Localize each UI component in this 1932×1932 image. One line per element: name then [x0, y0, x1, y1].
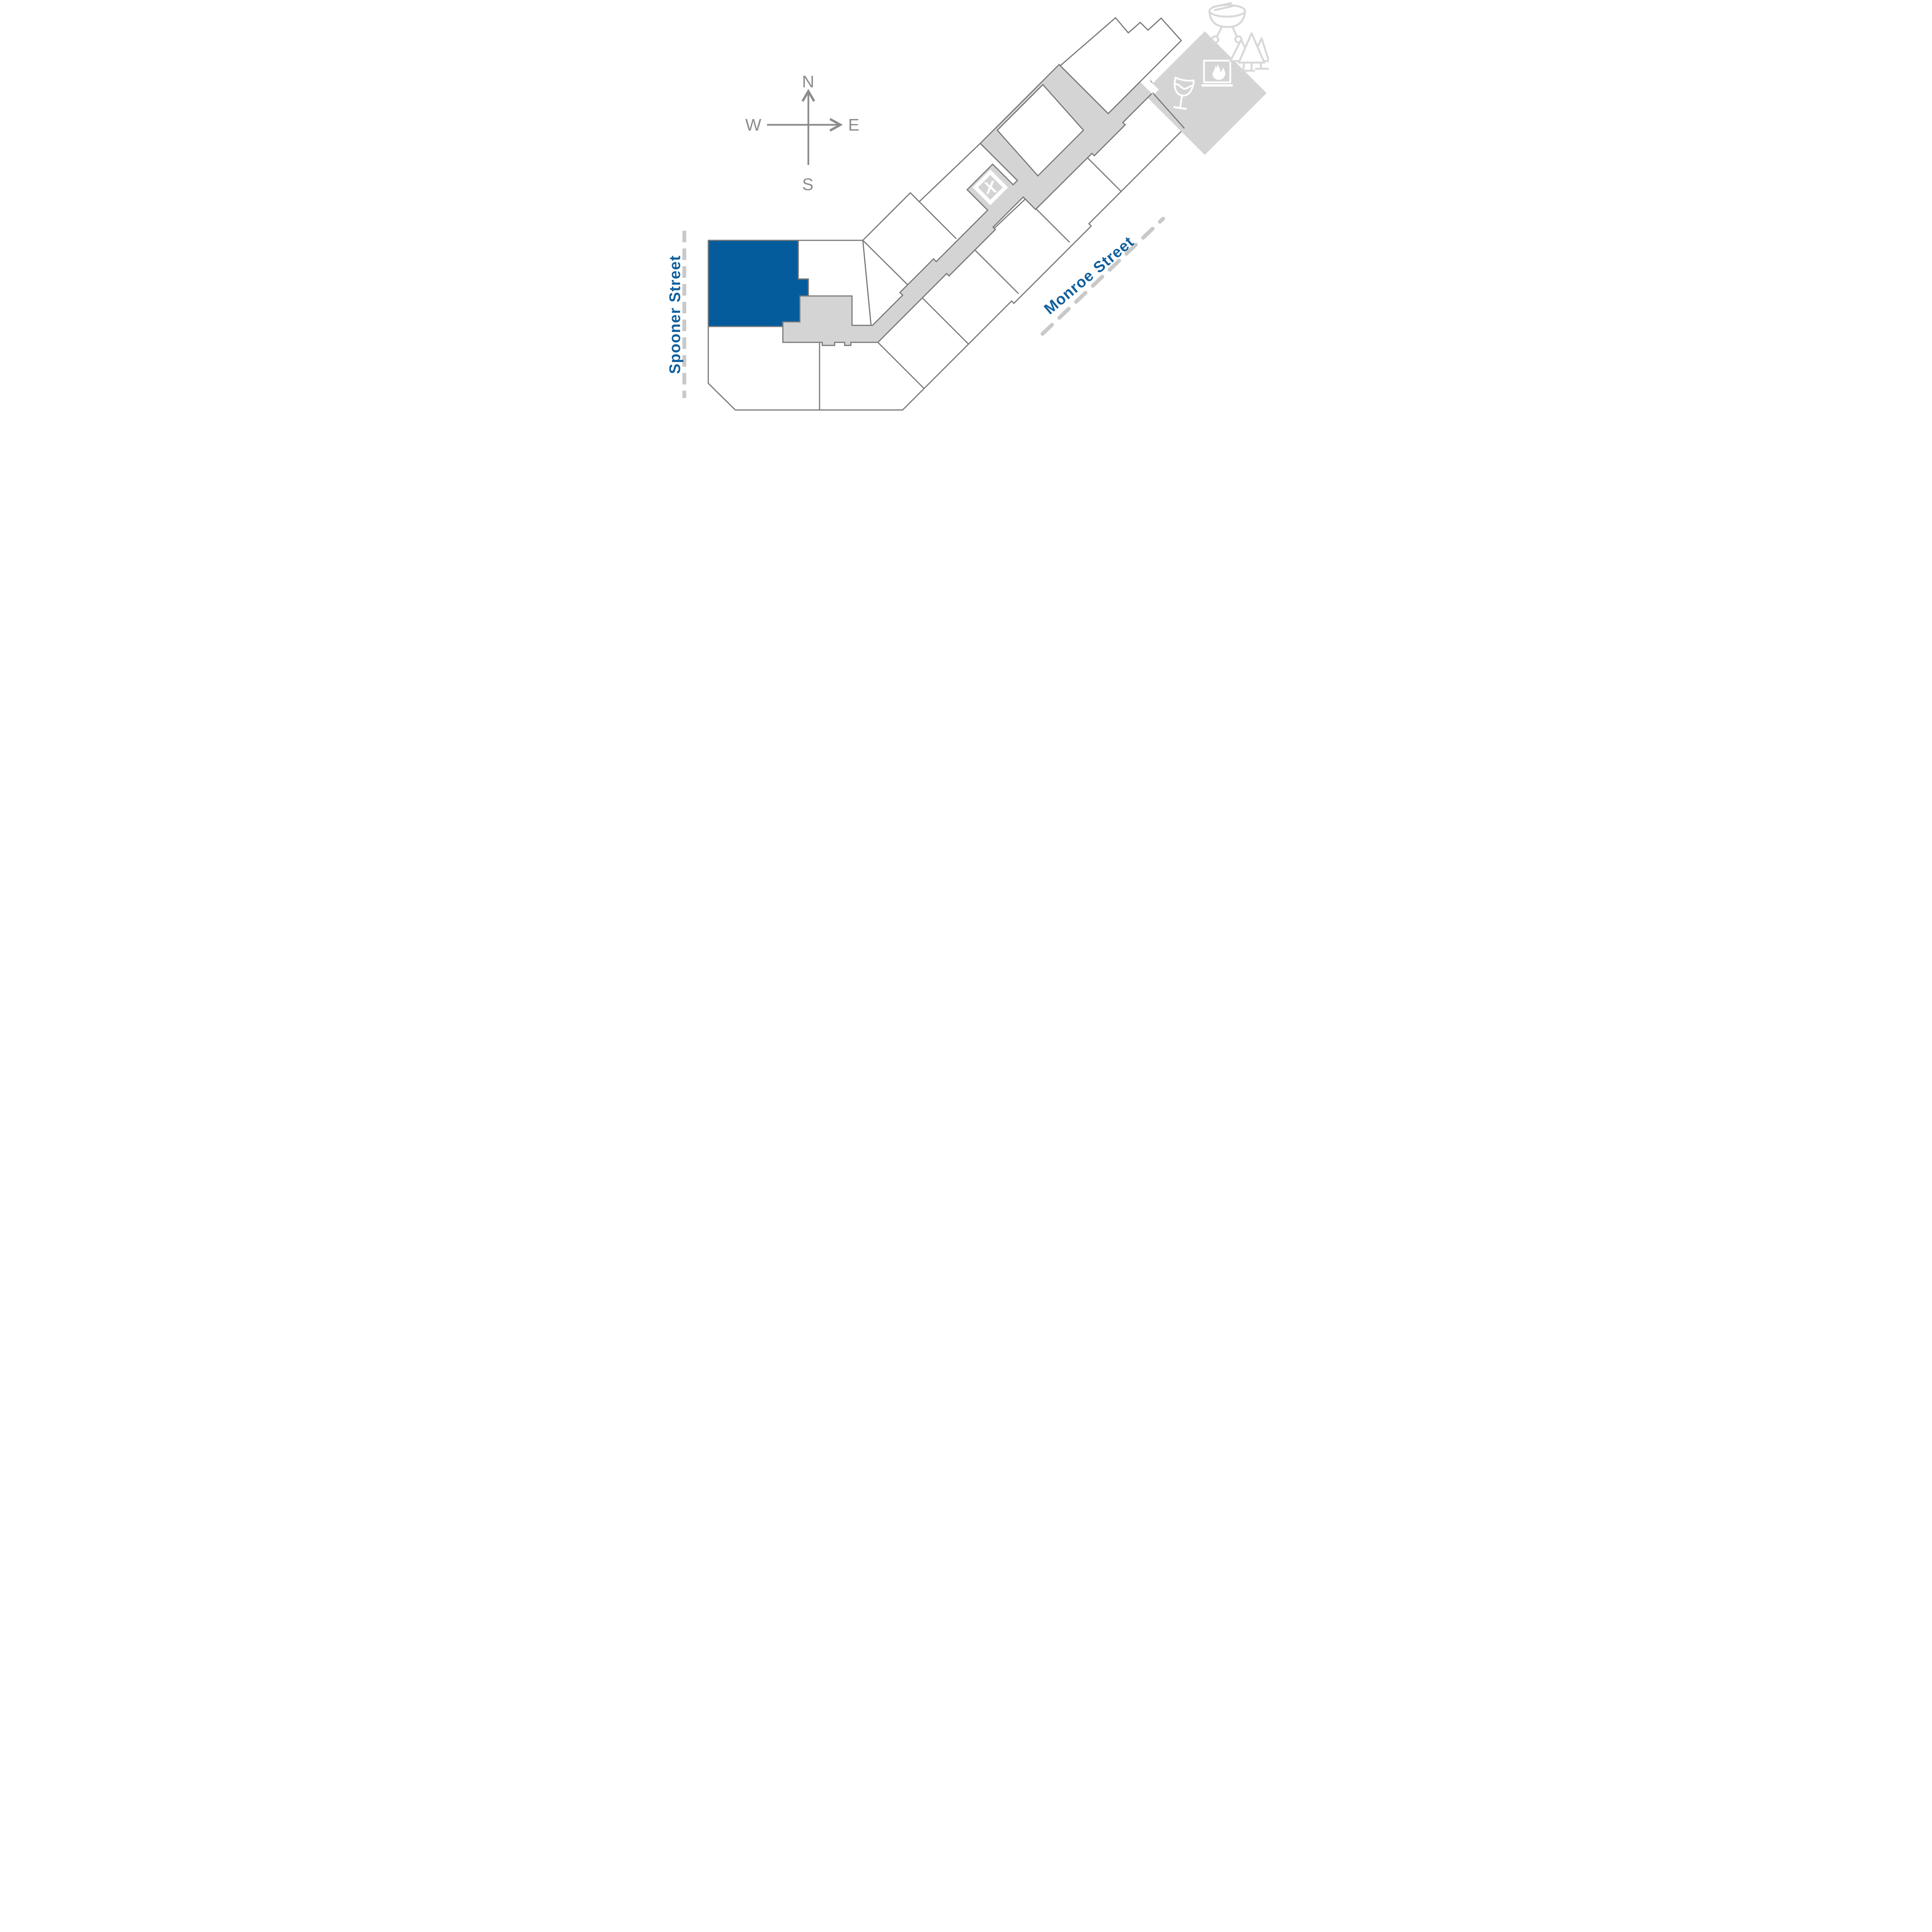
bbq-grill-icon: [1208, 2, 1246, 44]
compass-label-south: S: [802, 175, 814, 194]
compass-label-west: W: [745, 116, 762, 134]
street-label-spooner: Spooner Street: [667, 255, 684, 374]
site-plan-page: N W E S X: [663, 0, 1269, 413]
wine-glass-icon: [1173, 77, 1195, 110]
site-plan-canvas: N W E S X: [663, 0, 1269, 413]
outer-wall-terrace-edge: [1152, 92, 1185, 129]
unit-divider-walls: [819, 157, 1122, 410]
x-marker-inner-diamond: [978, 175, 1003, 200]
monroe-street-dashed-line: [1041, 217, 1165, 336]
unit-top-right-sawtooth[interactable]: [1059, 17, 1182, 115]
pine-trees-icon: [1229, 32, 1269, 72]
compass-label-east: E: [848, 116, 860, 134]
fireplace-icon: [1201, 60, 1233, 87]
amenity-terrace[interactable]: [1143, 31, 1267, 155]
compass-north-arrow-icon: [801, 88, 815, 102]
compass-label-north: N: [802, 72, 815, 91]
compass-east-arrow-icon: [829, 118, 843, 132]
unit-diamond-center[interactable]: [996, 83, 1085, 177]
compass-rose: N W E S: [745, 72, 860, 194]
highlighted-unit[interactable]: [707, 240, 809, 327]
x-marker[interactable]: X: [973, 170, 1008, 205]
